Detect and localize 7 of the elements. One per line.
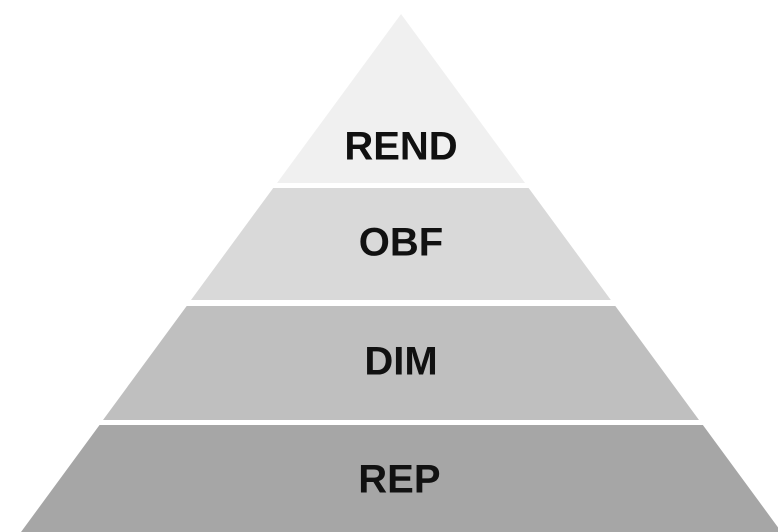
tier-label: REND <box>344 124 458 170</box>
pyramid-tier <box>102 306 699 420</box>
tier-label: DIM <box>364 340 438 384</box>
tier-label: OBF <box>358 220 444 266</box>
pyramid-tier <box>191 188 611 300</box>
pyramid-tier <box>20 425 778 532</box>
tier-label: REP <box>358 458 440 502</box>
